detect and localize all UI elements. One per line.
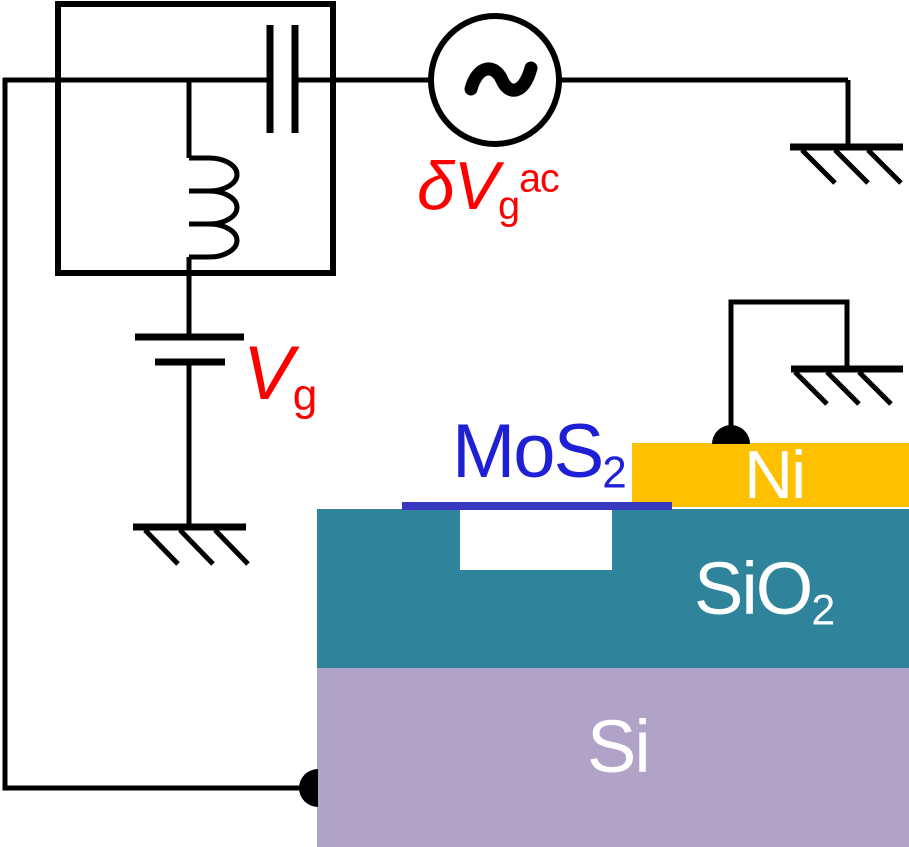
inductor-icon bbox=[189, 155, 240, 260]
gate-subscript: g bbox=[498, 183, 520, 228]
sio2-main: SiO bbox=[694, 547, 813, 630]
ac-superscript: ac bbox=[519, 156, 560, 201]
wire-left-loop-to-substrate bbox=[2, 78, 303, 791]
ac-source bbox=[428, 13, 562, 147]
ac-source-label: δVgac bbox=[417, 152, 560, 228]
battery-icon bbox=[135, 333, 244, 366]
mos2-subscript: 2 bbox=[602, 448, 626, 498]
sio2-subscript: 2 bbox=[811, 586, 835, 635]
wire-contact-to-ground bbox=[728, 299, 850, 430]
gate-subscript: g bbox=[292, 370, 317, 420]
ac-source-circle bbox=[428, 13, 562, 147]
capacitor-icon bbox=[266, 25, 299, 133]
contact-dot-si bbox=[299, 769, 318, 807]
ni-layer-label: Ni bbox=[744, 437, 806, 513]
lc-resonator-box bbox=[55, 1, 336, 276]
etched-cavity bbox=[460, 509, 612, 570]
mos2-main: MoS bbox=[452, 409, 604, 494]
sio2-oxide-layer bbox=[317, 509, 909, 668]
si-substrate-layer bbox=[317, 668, 909, 847]
mos2-layer-label: MoS2 bbox=[452, 414, 627, 498]
voltage-symbol: V bbox=[243, 331, 294, 416]
ground-icon-contact bbox=[791, 365, 903, 406]
ground-icon-ac bbox=[790, 143, 903, 185]
ni-contact-layer bbox=[632, 443, 909, 507]
voltage-symbol: V bbox=[453, 148, 499, 224]
dc-source-label: Vg bbox=[243, 336, 317, 420]
ground-icon-battery bbox=[133, 523, 250, 566]
si-layer-label: Si bbox=[587, 705, 651, 788]
ground-hatch bbox=[800, 148, 903, 185]
ac-waveform-icon bbox=[464, 61, 538, 97]
delta-symbol: δ bbox=[417, 148, 455, 224]
resonator-outline bbox=[55, 1, 336, 276]
ground-hatch bbox=[143, 528, 250, 566]
sio2-layer-label: SiO2 bbox=[694, 552, 835, 635]
ground-hatch bbox=[793, 370, 893, 406]
mos2-flake-layer bbox=[402, 502, 672, 510]
